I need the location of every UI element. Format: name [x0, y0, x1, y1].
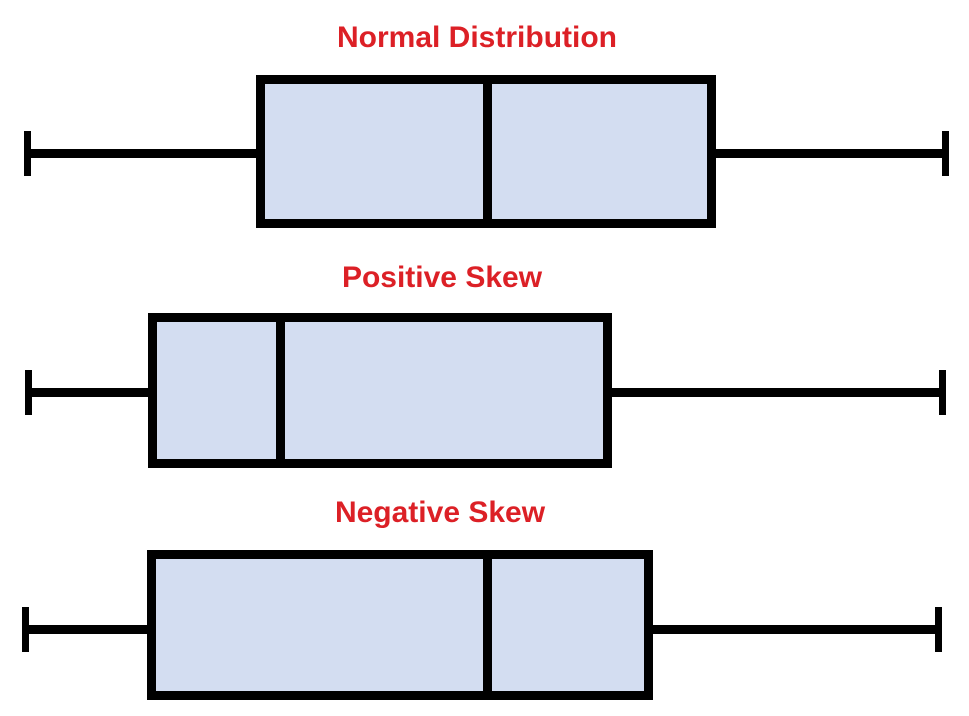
min-whisker-cap [23, 130, 31, 176]
left-whisker-line [28, 387, 148, 397]
max-whisker-cap [934, 606, 942, 652]
median-line [482, 75, 492, 228]
median-line [275, 313, 285, 468]
iqr-box [148, 313, 612, 468]
min-whisker-cap [24, 369, 32, 415]
plot-title: Negative Skew [334, 496, 546, 529]
max-whisker-cap [938, 369, 946, 415]
plot-title: Positive Skew [341, 261, 543, 294]
max-whisker-cap [941, 130, 949, 176]
iqr-box [147, 550, 653, 700]
min-whisker-cap [21, 606, 29, 652]
left-whisker-line [25, 624, 147, 634]
left-whisker-line [27, 148, 256, 158]
right-whisker-line [612, 387, 942, 397]
right-whisker-line [716, 148, 945, 158]
median-line [482, 550, 492, 700]
plot-title: Normal Distribution [336, 21, 618, 54]
right-whisker-line [653, 624, 938, 634]
